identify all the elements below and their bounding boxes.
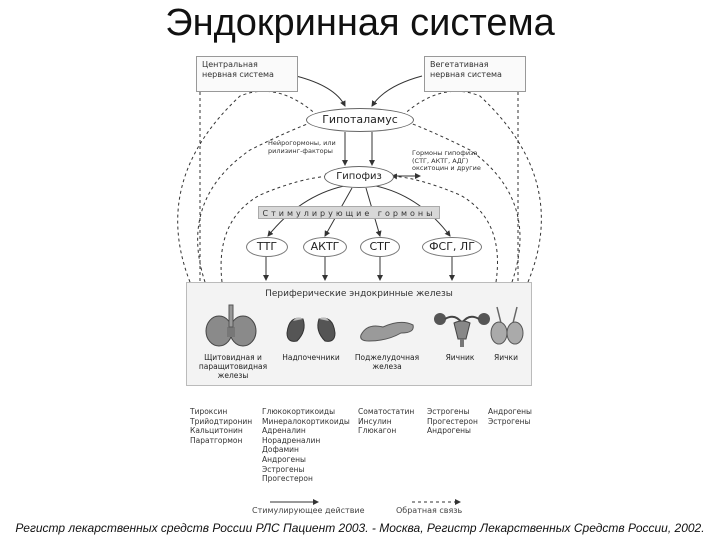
hormone-item: Соматостатин (358, 407, 415, 416)
source-caption: Регистр лекарственных средств России РЛС… (15, 521, 705, 535)
cns-label-line2: нервная система (202, 70, 274, 79)
hormone-item: Андрогены (427, 426, 471, 436)
hormone-stg-label: СТГ (369, 240, 391, 253)
stimulating-hormones-label: Стимулирующие гормоны (262, 209, 436, 218)
gland-thyroid-line2: паращитовидная (198, 362, 268, 371)
pituitary-hormones-note: Гормоны гипофиза (СТГ, АКТГ, АДГ) оксито… (412, 149, 481, 173)
hormone-list-pancreas: Соматостатин Инсулин Глюкагон (358, 407, 414, 436)
note-left-line1: Нейрогормоны, или (268, 139, 336, 147)
hormone-list-testes: Андрогены Эстрогены (488, 407, 532, 426)
ans-box: Вегетативная нервная система (424, 56, 526, 92)
hormone-item: Трийодтиронин (190, 416, 253, 426)
note-right-line1: Гормоны гипофиза (412, 149, 478, 157)
thyroid-icon (205, 304, 257, 347)
gland-testes-line1: Яички (494, 353, 518, 362)
gland-pancreas-line1: Поджелудочная (354, 353, 420, 362)
hormone-item: Инсулин (358, 416, 392, 426)
pituitary-node: Гипофиз (324, 166, 394, 188)
hormone-item: Кальцитонин (190, 426, 243, 436)
hormone-item: Норадреналин (262, 435, 321, 445)
gland-thyroid-line3: железы (217, 371, 249, 380)
note-right-line2: (СТГ, АКТГ, АДГ) (412, 156, 469, 165)
hormone-item: Адреналин (262, 426, 306, 436)
gland-label-thyroid: Щитовидная и паращитовидная железы (191, 353, 275, 380)
pituitary-label: Гипофиз (336, 171, 382, 182)
note-left-line2: рилизинг-факторы (268, 146, 333, 155)
ans-label-line2: нервная система (430, 70, 502, 79)
hormone-item: Андрогены (488, 407, 532, 416)
page-title: Эндокринная система (165, 2, 555, 44)
ans-label-line1: Вегетативная (430, 60, 489, 69)
hormone-item: Дофамин (262, 445, 299, 455)
cns-box: Центральная нервная система (196, 56, 298, 92)
hypothalamus-label: Гипоталамус (322, 113, 398, 126)
gland-label-ovary: Яичник (427, 353, 493, 362)
hormone-item: Паратгормон (190, 435, 243, 445)
note-right-line3: окситоцин и другие (412, 164, 481, 172)
hormone-item: Глюкагон (358, 426, 397, 436)
hormone-fsg-lg: ФСГ, ЛГ (422, 237, 482, 257)
hormone-item: Эстрогены (427, 407, 470, 416)
hormone-ttg-label: ТТГ (256, 240, 278, 253)
hormone-item: Минералокортикоиды (262, 416, 350, 426)
hormone-item: Прогестерон (427, 416, 478, 426)
hormone-stg: СТГ (360, 237, 400, 257)
ovary-icon (434, 313, 490, 347)
peripheral-glands-panel: Периферические эндокринные железы Щитови… (186, 282, 532, 386)
gland-label-testes: Яички (483, 353, 529, 362)
adrenal-icon (286, 317, 336, 342)
gland-pancreas-line2: железа (372, 362, 402, 371)
hormone-item: Прогестерон (262, 474, 313, 484)
hormone-item: Глюкокортикоиды (262, 407, 336, 416)
legend-stimulating: Стимулирующее действие (252, 506, 365, 515)
hormone-list-thyroid: Тироксин Трийодтиронин Кальцитонин Парат… (190, 407, 252, 445)
gland-ovary-line1: Яичник (445, 353, 475, 362)
stimulating-hormones-band: Стимулирующие гормоны (258, 206, 440, 219)
hormone-item: Андрогены (262, 454, 306, 464)
hormone-fsg-lg-label: ФСГ, ЛГ (429, 240, 475, 253)
testes-icon (490, 306, 524, 345)
hormone-item: Эстрогены (262, 464, 305, 474)
neurohormones-note: Нейрогормоны, или рилизинг-факторы (268, 139, 336, 155)
gland-adrenal-line1: Надпочечники (282, 353, 340, 362)
hypothalamus-node: Гипоталамус (306, 108, 414, 132)
hormone-actg: АКТГ (303, 237, 347, 257)
legend-feedback: Обратная связь (396, 506, 463, 515)
hormone-item: Эстрогены (488, 416, 531, 426)
pancreas-icon (360, 321, 414, 342)
gland-label-adrenal: Надпочечники (275, 353, 347, 362)
cns-label-line1: Центральная (202, 60, 258, 69)
gland-label-pancreas: Поджелудочная железа (351, 353, 423, 371)
gland-thyroid-line1: Щитовидная и (204, 353, 262, 362)
hormone-actg-label: АКТГ (310, 240, 340, 253)
hormone-list-ovary: Эстрогены Прогестерон Андрогены (427, 407, 478, 436)
hormone-list-adrenal: Глюкокортикоиды Минералокортикоиды Адрен… (262, 407, 350, 484)
hormone-item: Тироксин (190, 407, 228, 416)
peripheral-glands-title: Периферические эндокринные железы (265, 289, 453, 299)
hormone-ttg: ТТГ (246, 237, 288, 257)
